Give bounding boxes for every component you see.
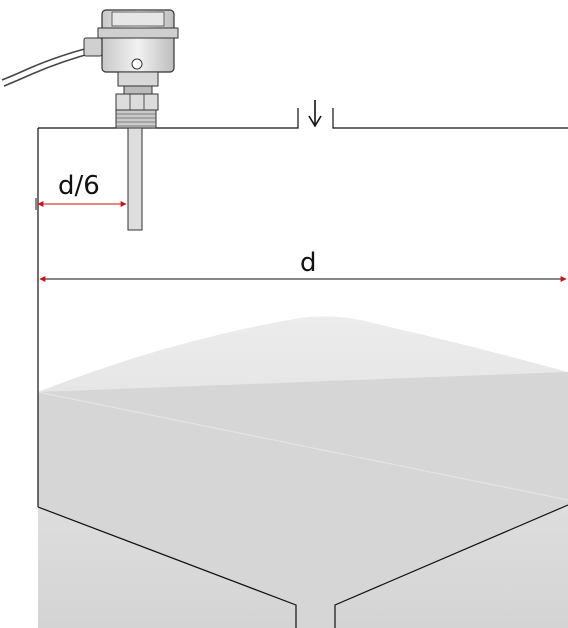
bulk-material [37, 316, 568, 628]
material-edge [37, 391, 568, 501]
dimension-diameter: d [39, 248, 567, 282]
arrow-down-icon [308, 100, 322, 128]
label-diameter: d [300, 248, 317, 278]
silo-hopper-right [334, 504, 568, 628]
silo-roof-right [332, 108, 568, 129]
silo-hopper [37, 506, 297, 628]
level-switch-sensor-icon [1, 9, 179, 231]
dimension-short-distance: d/6 [35, 171, 127, 210]
sensor-probe [127, 127, 143, 231]
silo-roof-left [38, 108, 299, 129]
sensor-cable [1, 45, 97, 81]
material-body [38, 372, 568, 628]
label-short-distance: d/6 [58, 171, 100, 201]
